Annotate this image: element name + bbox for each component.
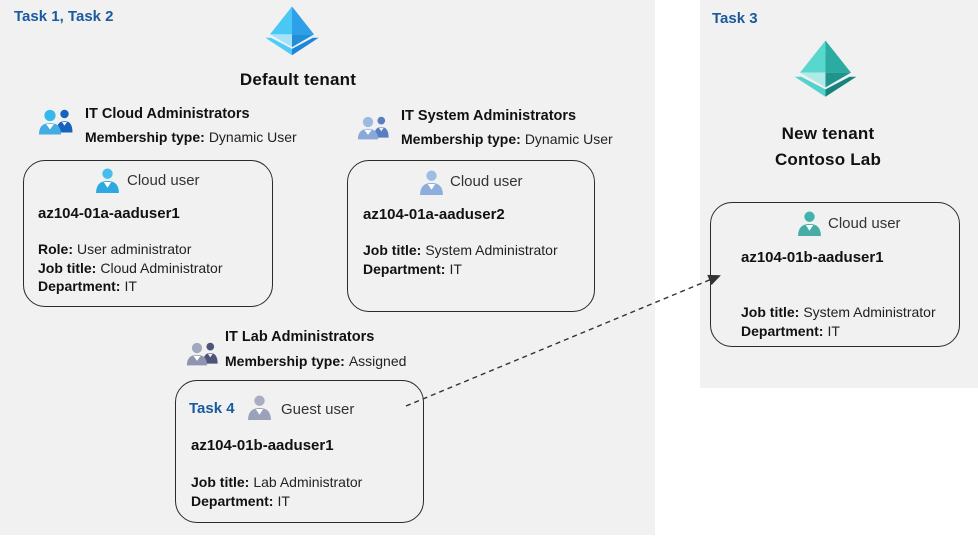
new-tenant-title-line1: New tenant <box>781 124 875 143</box>
user-type-label: Cloud user <box>127 172 200 189</box>
task-1-2-label: Task 1, Task 2 <box>14 8 114 25</box>
attr-label: Department: <box>38 278 121 294</box>
user-attributes: Job title:Lab Administrator Department:I… <box>191 473 362 510</box>
attr-value: Lab Administrator <box>253 474 363 490</box>
user-card-aaduser2: Cloud user az104-01a-aaduser2 Job title:… <box>347 160 595 312</box>
user-attributes: Job title:System Administrator Departmen… <box>363 241 558 278</box>
group-title-lab-admins: IT Lab Administrators <box>225 329 375 345</box>
user-name: az104-01b-aaduser1 <box>741 249 884 266</box>
user-type-label: Cloud user <box>828 215 901 232</box>
user-attributes: Role:User administrator Job title:Cloud … <box>38 240 223 296</box>
attr-value: User administrator <box>77 241 192 257</box>
user-name: az104-01a-aaduser2 <box>363 206 505 223</box>
task-3-label: Task 3 <box>712 10 758 27</box>
cloud-user-blue-icon <box>96 168 119 193</box>
group-users-blue-icon <box>39 109 73 135</box>
attr-label: Department: <box>191 492 274 509</box>
cloud-user-teal-icon <box>798 211 821 236</box>
user-attributes: Job title:System Administrator Departmen… <box>741 303 936 340</box>
cloud-user-steelblue-icon <box>420 170 443 195</box>
group-users-steelblue-icon <box>357 116 389 140</box>
attr-label: Department: <box>741 322 824 339</box>
attr-value: System Administrator <box>425 242 558 258</box>
membership-type-value: Assigned <box>348 353 407 369</box>
new-tenant-title-line2: Contoso Lab <box>774 150 882 169</box>
attr-value: IT <box>827 322 840 339</box>
attr-label: Job title: <box>741 304 800 320</box>
azure-ad-blue-diamond-icon <box>265 6 319 56</box>
group-users-gray-icon <box>186 342 218 366</box>
attr-value: IT <box>277 492 290 509</box>
group-title-system-admins: IT System Administrators <box>401 108 577 124</box>
attr-label: Job title: <box>191 474 250 490</box>
attr-value: IT <box>124 278 137 294</box>
membership-type-label: Membership type: <box>401 131 521 147</box>
group-title-cloud-admins: IT Cloud Administrators <box>85 106 250 122</box>
attr-label: Role: <box>38 241 73 257</box>
attr-value: Cloud Administrator <box>100 259 223 276</box>
attr-label: Job title: <box>38 259 97 276</box>
azure-ad-teal-diamond-icon <box>794 40 857 97</box>
default-tenant-panel: Task 1, Task 2 Default tenant IT Cloud A… <box>0 0 655 535</box>
attr-value: System Administrator <box>803 304 936 320</box>
group-membership-system: Membership type:Dynamic User <box>401 131 613 147</box>
attr-value: IT <box>449 260 462 277</box>
guest-user-card: Task 4 Guest user az104-01b-aaduser1 Job… <box>175 380 424 523</box>
membership-type-label: Membership type: <box>85 129 205 145</box>
new-tenant-user-card: Cloud user az104-01b-aaduser1 Job title:… <box>710 202 960 347</box>
user-type-label: Guest user <box>281 401 355 418</box>
membership-type-value: Dynamic User <box>524 131 613 147</box>
group-membership-lab: Membership type:Assigned <box>225 353 406 369</box>
attr-label: Job title: <box>363 242 422 258</box>
task-4-label: Task 4 <box>189 400 235 417</box>
group-membership-cloud: Membership type:Dynamic User <box>85 129 297 145</box>
membership-type-label: Membership type: <box>225 353 345 369</box>
guest-user-gray-icon <box>248 395 271 420</box>
user-name: az104-01b-aaduser1 <box>191 437 334 454</box>
attr-label: Department: <box>363 260 446 277</box>
user-card-aaduser1: Cloud user az104-01a-aaduser1 Role:User … <box>23 160 273 307</box>
default-tenant-title: Default tenant <box>239 70 357 89</box>
membership-type-value: Dynamic User <box>208 129 297 145</box>
new-tenant-panel: Task 3 New tenant Contoso Lab Cloud user… <box>700 0 978 388</box>
user-type-label: Cloud user <box>450 173 523 190</box>
user-name: az104-01a-aaduser1 <box>38 205 180 222</box>
